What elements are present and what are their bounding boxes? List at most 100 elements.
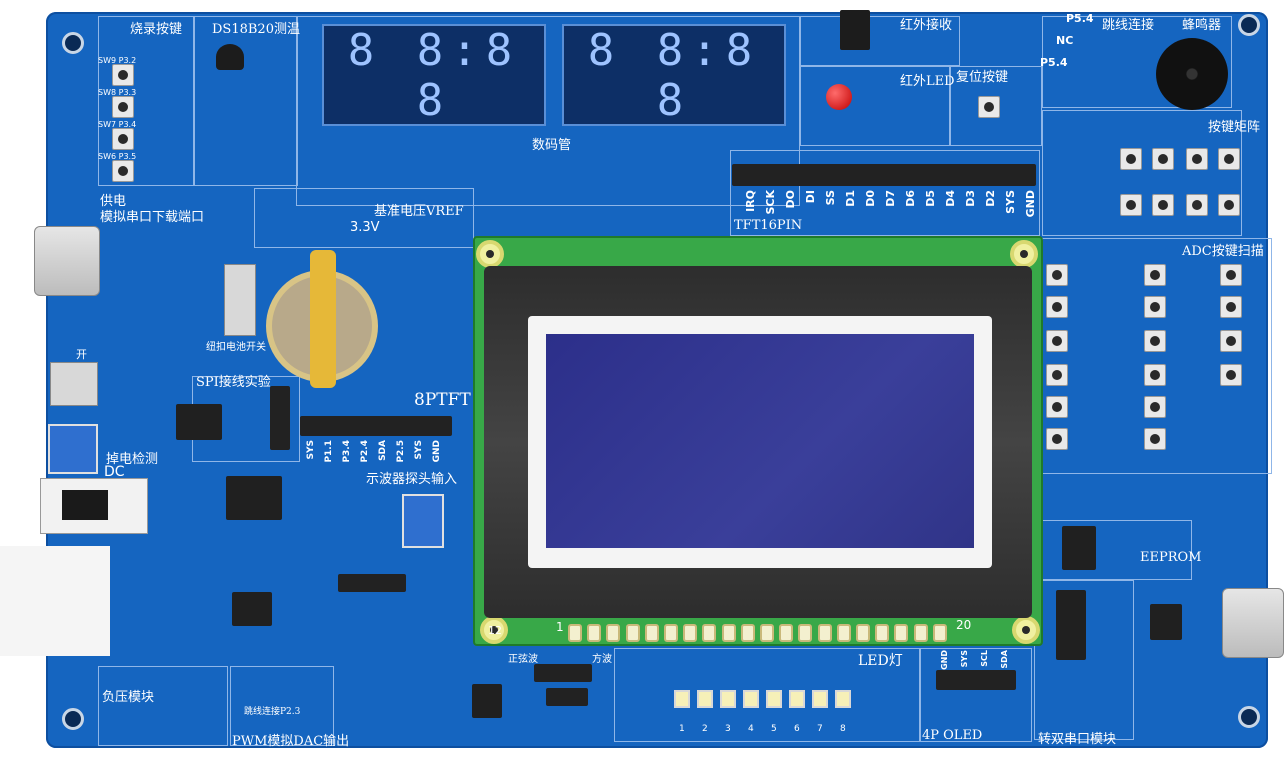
usb-c-port-right[interactable] (1222, 588, 1284, 658)
lcd-screen (546, 334, 974, 548)
section-ir-led (800, 66, 950, 146)
label-power-detect: 掉电检测 (106, 452, 159, 467)
adc-key[interactable] (1046, 296, 1068, 318)
matrix-key[interactable] (1152, 148, 1174, 170)
adc-key[interactable] (1046, 428, 1068, 450)
bnc-connector[interactable] (0, 546, 110, 656)
label-square: 方波 (592, 654, 612, 665)
label-vref-value: 3.3V (350, 220, 380, 235)
burn-key-sw6[interactable] (112, 160, 134, 182)
lcd-pin (644, 624, 659, 642)
label-8ptft: 8PTFT (414, 390, 471, 410)
adc-key[interactable] (1144, 264, 1166, 286)
jumper-header-center[interactable] (338, 574, 406, 592)
mounting-hole (62, 708, 84, 730)
section-tft16 (730, 150, 1040, 236)
chip-u19 (226, 476, 282, 520)
matrix-key[interactable] (1186, 148, 1208, 170)
label-switch-on: 开 (76, 348, 87, 361)
led-light (720, 690, 736, 708)
section-ds18b20 (194, 16, 298, 186)
adc-key[interactable] (1220, 296, 1242, 318)
lcd-pin (798, 624, 813, 642)
tft-pin-label: SS (824, 190, 837, 206)
oled-header (936, 670, 1016, 690)
potentiometer-scope[interactable] (402, 494, 444, 548)
led-number-label: 8 (840, 724, 846, 734)
matrix-key[interactable] (1218, 148, 1240, 170)
label-seven-seg: 数码管 (532, 138, 572, 153)
section-negative (98, 666, 228, 746)
section-oled (920, 648, 1032, 742)
label-oled-4p: 4P OLED (922, 728, 983, 743)
matrix-key[interactable] (1218, 194, 1240, 216)
spi-pin-label: P2.5 (396, 440, 406, 463)
lcd-corner-label: 12 (488, 624, 502, 637)
spi-chip (176, 404, 222, 440)
adc-key[interactable] (1220, 364, 1242, 386)
reset-button[interactable] (978, 96, 1000, 118)
burn-key-sw9[interactable] (112, 64, 134, 86)
lcd-pin (740, 624, 755, 642)
ds18b20-sensor (216, 44, 244, 70)
tft-pin-label: GND (1024, 190, 1037, 218)
label-ir-receive: 红外接收 (900, 18, 953, 33)
adc-key[interactable] (1144, 364, 1166, 386)
adc-key[interactable] (1046, 396, 1068, 418)
wave-jumper-header-2[interactable] (546, 688, 588, 706)
adc-key[interactable] (1144, 296, 1166, 318)
tft8p-header (300, 416, 452, 436)
lcd-pin (779, 624, 794, 642)
mounting-hole (1238, 706, 1260, 728)
lcd-pin (606, 624, 621, 642)
burn-key-sw8[interactable] (112, 96, 134, 118)
spi-pin-label: GND (432, 440, 442, 463)
label-p54-bottom: P5.4 (1040, 56, 1068, 69)
matrix-key[interactable] (1186, 194, 1208, 216)
tft-pin-label: D1 (844, 190, 857, 207)
label-ds18b20: DS18B20测温 (212, 22, 300, 37)
lcd-pin (913, 624, 928, 642)
adc-key[interactable] (1144, 396, 1166, 418)
spi-pin-label: SDA (378, 440, 388, 461)
adc-key[interactable] (1046, 264, 1068, 286)
usb-c-port-left[interactable] (34, 226, 100, 296)
oled-pin-label: GND (940, 650, 949, 670)
potentiometer-left[interactable] (48, 424, 98, 474)
chip-u15 (1056, 590, 1086, 660)
spi-pin-label: SYS (414, 440, 424, 460)
spi-pin-labels: SYS P1.1 P3.4 P2.4 SDA P2.5 SYS GND (306, 440, 456, 470)
adc-key[interactable] (1220, 264, 1242, 286)
burn-key-label: SW7 P3.4 (98, 120, 137, 129)
eeprom-chip (1062, 526, 1096, 570)
burn-key-label: SW8 P3.3 (98, 88, 137, 97)
section-leds (614, 648, 920, 742)
wave-jumper-header[interactable] (534, 664, 592, 682)
label-p54-top: P5.4 (1066, 12, 1094, 25)
led-number-label: 5 (771, 724, 777, 734)
burn-key-sw7[interactable] (112, 128, 134, 150)
tft-pin-label: D6 (904, 190, 917, 207)
adc-key[interactable] (1046, 364, 1068, 386)
lcd-pin (568, 624, 582, 642)
tft-pin-label: D4 (944, 190, 957, 207)
adc-key[interactable] (1046, 330, 1068, 352)
spi-jumper-header[interactable] (270, 386, 290, 450)
tft-pin-label: SYS (1004, 190, 1017, 214)
section-pwm-dac (230, 666, 334, 746)
matrix-key[interactable] (1120, 148, 1142, 170)
power-switch[interactable] (50, 362, 98, 406)
adc-key[interactable] (1144, 428, 1166, 450)
lcd-mount-hole (1010, 240, 1038, 268)
lcd-pin-first-label: 1 (556, 620, 564, 634)
adc-key[interactable] (1220, 330, 1242, 352)
matrix-key[interactable] (1120, 194, 1142, 216)
adc-key[interactable] (1144, 330, 1166, 352)
lcd-pin (625, 624, 640, 642)
lcd-pin (664, 624, 678, 642)
section-key-matrix (1042, 110, 1242, 236)
matrix-key[interactable] (1152, 194, 1174, 216)
battery-slide-switch[interactable] (224, 264, 256, 336)
label-key-matrix: 按键矩阵 (1208, 120, 1261, 135)
led-number-label: 3 (725, 724, 731, 734)
